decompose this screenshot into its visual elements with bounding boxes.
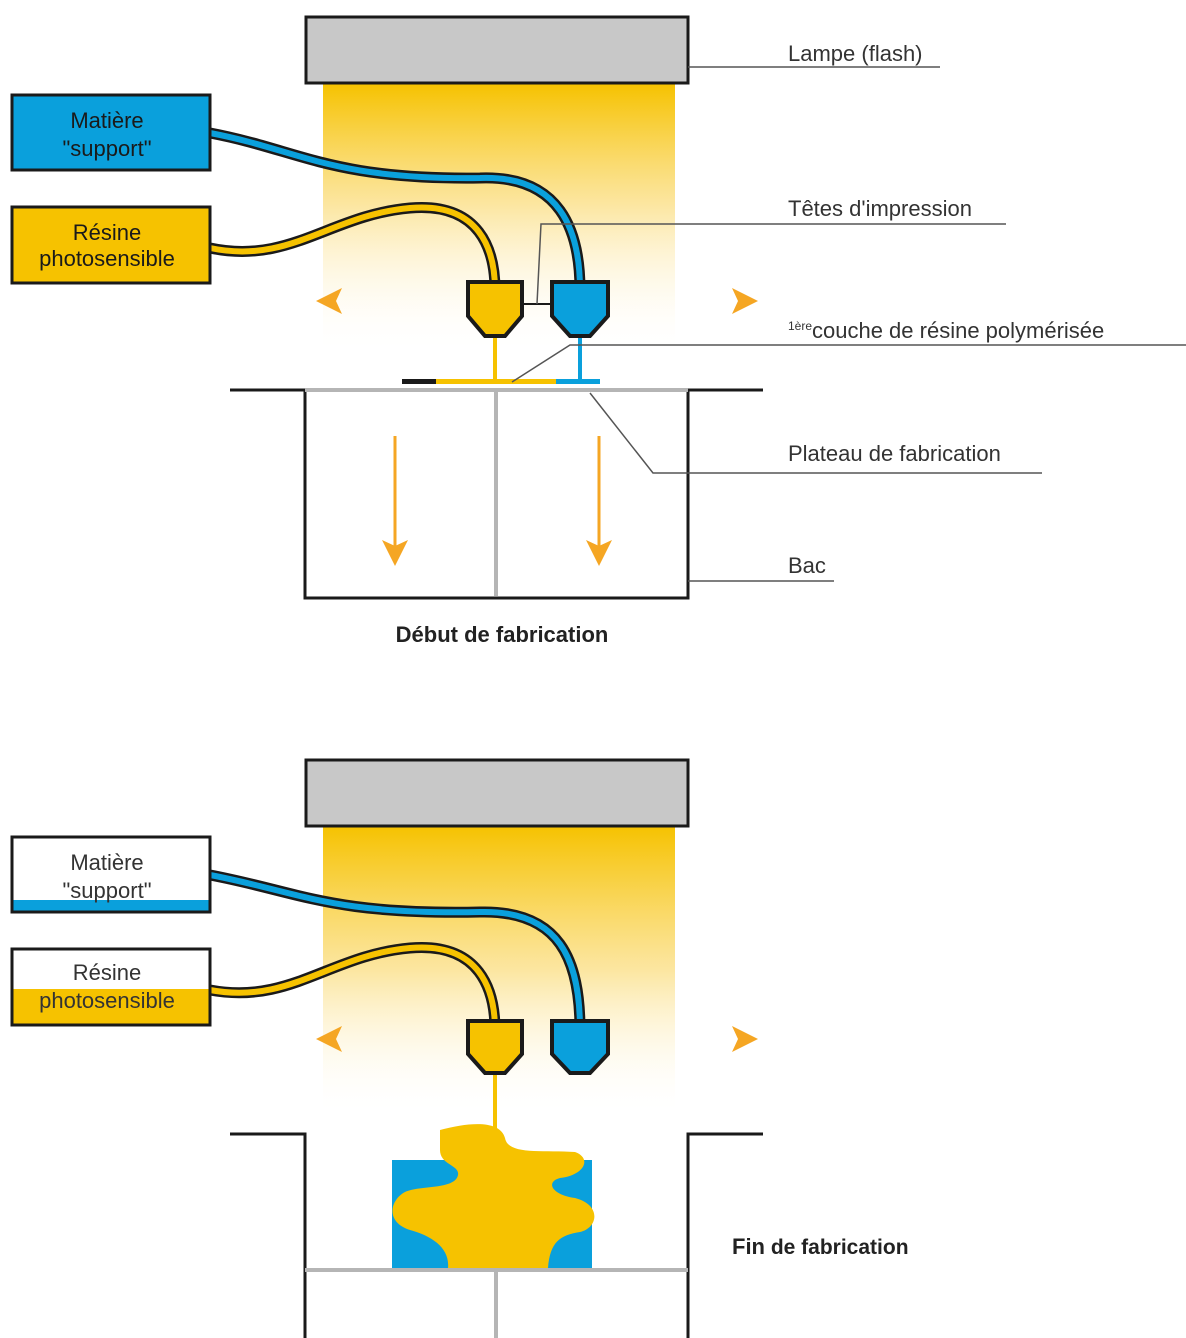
resin-box-line1: Résine: [73, 220, 141, 245]
label-tank: Bac: [788, 553, 826, 578]
support-head-bottom: [550, 1019, 610, 1075]
support-box-bottom-line1: Matière: [70, 850, 143, 875]
caption-end: Fin de fabrication: [732, 1234, 909, 1259]
resin-box-line2: photosensible: [39, 246, 175, 271]
resin-head-bottom: [466, 1019, 524, 1075]
resin-material-box: [10, 205, 212, 285]
support-head: [550, 280, 610, 338]
lamp-block: [304, 15, 690, 85]
resin-head: [466, 280, 524, 338]
built-resin-part: [392, 1124, 595, 1268]
bottom-diagram: Matière "support" Résine photosensible F…: [10, 758, 909, 1338]
label-first-layer: couche de résine polymérisée: [812, 318, 1104, 343]
support-level: [13, 900, 209, 911]
label-print-heads: Têtes d'impression: [788, 196, 972, 221]
support-box-bottom-line2: "support": [63, 878, 152, 903]
resin-level: [13, 989, 209, 1024]
support-box-line2: "support": [63, 136, 152, 161]
resin-box-bottom-line1: Résine: [73, 960, 141, 985]
first-layer-resin: [436, 379, 556, 384]
support-box-line1: Matière: [70, 108, 143, 133]
first-layer-support-left: [402, 379, 436, 384]
support-material-box-bottom: [10, 835, 212, 914]
label-lamp: Lampe (flash): [788, 41, 923, 66]
tank: [230, 388, 763, 600]
first-layer-support-right: [556, 379, 600, 384]
caption-start: Début de fabrication: [396, 622, 609, 647]
support-material-box: [10, 93, 212, 172]
top-diagram: Matière "support" Résine photosensible L…: [10, 15, 1186, 647]
lamp-block-bottom: [304, 758, 690, 828]
label-build-plate: Plateau de fabrication: [788, 441, 1001, 466]
label-layer-sup: 1ère: [788, 319, 812, 333]
resin-box-bottom-line2: photosensible: [39, 988, 175, 1013]
